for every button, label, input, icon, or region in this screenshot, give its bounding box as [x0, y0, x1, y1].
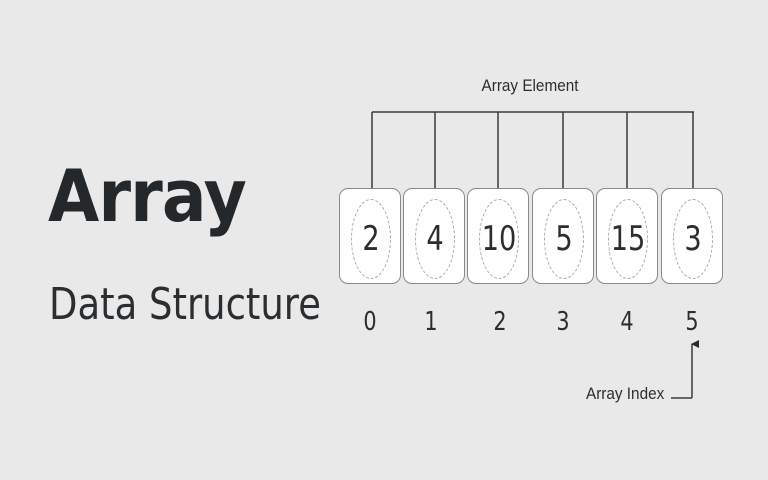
- subtitle: Data Structure: [49, 279, 321, 330]
- cell-ring: [608, 199, 648, 279]
- index-value: 0: [363, 307, 377, 337]
- cell-value: 2: [362, 219, 380, 259]
- array-element-label: Array Element: [481, 76, 579, 95]
- index-value: 4: [620, 307, 634, 337]
- array-cell: 15: [596, 188, 658, 284]
- index-value: 2: [493, 307, 507, 337]
- cell-value: 5: [555, 219, 573, 259]
- cell-ring: [415, 199, 455, 279]
- element-bracket: [371, 111, 700, 202]
- cell-ring: [479, 199, 519, 279]
- index-value: 1: [424, 307, 438, 337]
- array-cell: 3: [661, 188, 723, 284]
- cell-value: 10: [481, 219, 517, 259]
- array-cell: 4: [403, 188, 465, 284]
- cell-value: 4: [426, 219, 444, 259]
- cell-ring: [544, 199, 584, 279]
- array-cell: 10: [467, 188, 529, 284]
- cell-value: 15: [610, 219, 646, 259]
- title: Array: [48, 154, 247, 238]
- cell-ring: [351, 199, 391, 279]
- array-index-label: Array Index: [586, 384, 665, 403]
- index-value: 5: [685, 307, 699, 337]
- index-value: 3: [556, 307, 570, 337]
- cell-value: 3: [684, 219, 702, 259]
- index-pointer: [671, 340, 699, 399]
- array-cell: 2: [339, 188, 401, 284]
- array-cell: 5: [532, 188, 594, 284]
- cell-ring: [673, 199, 713, 279]
